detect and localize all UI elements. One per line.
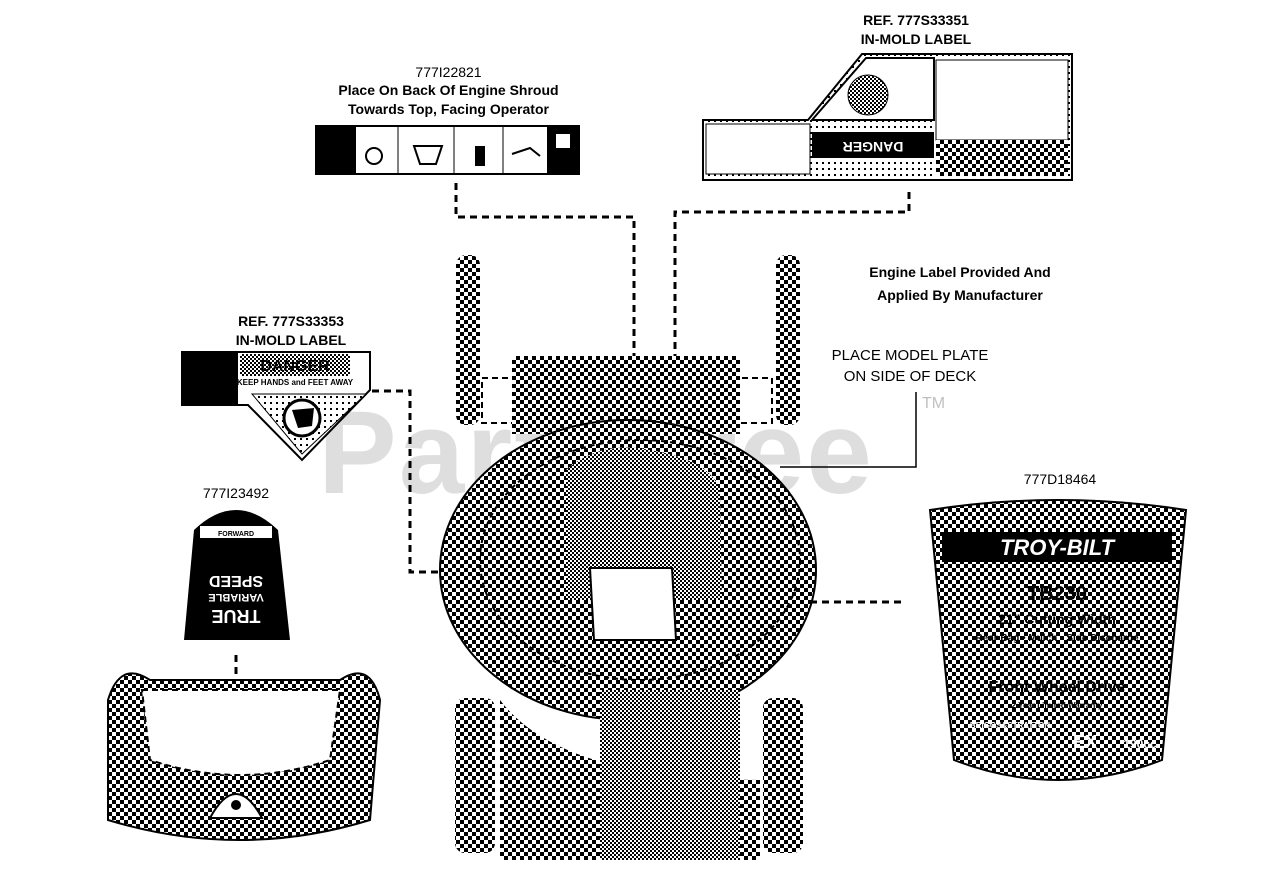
danger-left-sub: KEEP HANDS and FEET AWAY: [237, 378, 354, 387]
model-plate-line2: ON SIDE OF DECK: [843, 368, 977, 385]
danger-top-title: DANGER: [843, 139, 904, 155]
speed-decal-line2: VARIABLE: [208, 591, 263, 603]
danger-top-decal: DANGER: [702, 53, 1073, 181]
shroud-label-line1: Place On Back Of Engine Shroud: [338, 82, 559, 98]
speed-decal-line1: TRUE: [212, 606, 261, 626]
speed-decal-line3: SPEED: [209, 572, 263, 589]
speed-label-part-number: 777I23492: [202, 485, 270, 501]
leader-model-plate: [780, 392, 917, 468]
inmold-left-ref: REF. 777S33353: [238, 313, 344, 329]
badge-features: Rear Bag • Mulch • Side Discharge: [975, 633, 1139, 644]
model-badge-part-number: 777D18464: [1023, 471, 1097, 487]
badge-warranty: 2 Year Limited Warranty: [1012, 701, 1103, 710]
shroud-decal: [315, 125, 580, 175]
speed-decal: FORWARD TRUE VARIABLE SPEED: [184, 510, 290, 640]
leader-shroud: [454, 183, 636, 395]
badge-engine-model: EX: [1073, 732, 1097, 752]
badge-engine-cc: 190cc: [1123, 737, 1157, 751]
grass-bag: [107, 672, 382, 841]
shroud-label-line2: Towards Top, Facing Operator: [348, 101, 549, 117]
badge-drive: Front Wheel Drive: [989, 679, 1126, 696]
badge-brand: TROY-BILT: [1000, 535, 1116, 560]
badge-model: TB230: [1027, 583, 1087, 605]
danger-left-decal: DANGER KEEP HANDS and FEET AWAY: [181, 351, 371, 462]
badge-engine-brand: BRIGGS&STRATTON: [970, 721, 1050, 730]
inmold-left-name: IN-MOLD LABEL: [235, 332, 347, 348]
mower-body: [439, 255, 817, 860]
model-plate-line1: PLACE MODEL PLATE: [831, 347, 989, 364]
shroud-label-part-number: 777I22821: [415, 64, 482, 80]
model-badge: TROY-BILT TB230 21" Cutting Width Rear B…: [928, 499, 1188, 781]
trademark-mark: TM: [922, 395, 946, 412]
speed-decal-top: FORWARD: [218, 531, 254, 538]
engine-label-line2: Applied By Manufacturer: [877, 287, 1043, 303]
badge-cut-width: 21" Cutting Width: [998, 611, 1116, 627]
inmold-top-name: IN-MOLD LABEL: [860, 31, 972, 47]
leader-left-label: [372, 389, 452, 574]
inmold-top-ref: REF. 777S33351: [863, 12, 969, 28]
danger-left-title: DANGER: [260, 358, 330, 375]
engine-label-line1: Engine Label Provided And: [869, 264, 1051, 280]
leader-top-label: [673, 192, 911, 385]
